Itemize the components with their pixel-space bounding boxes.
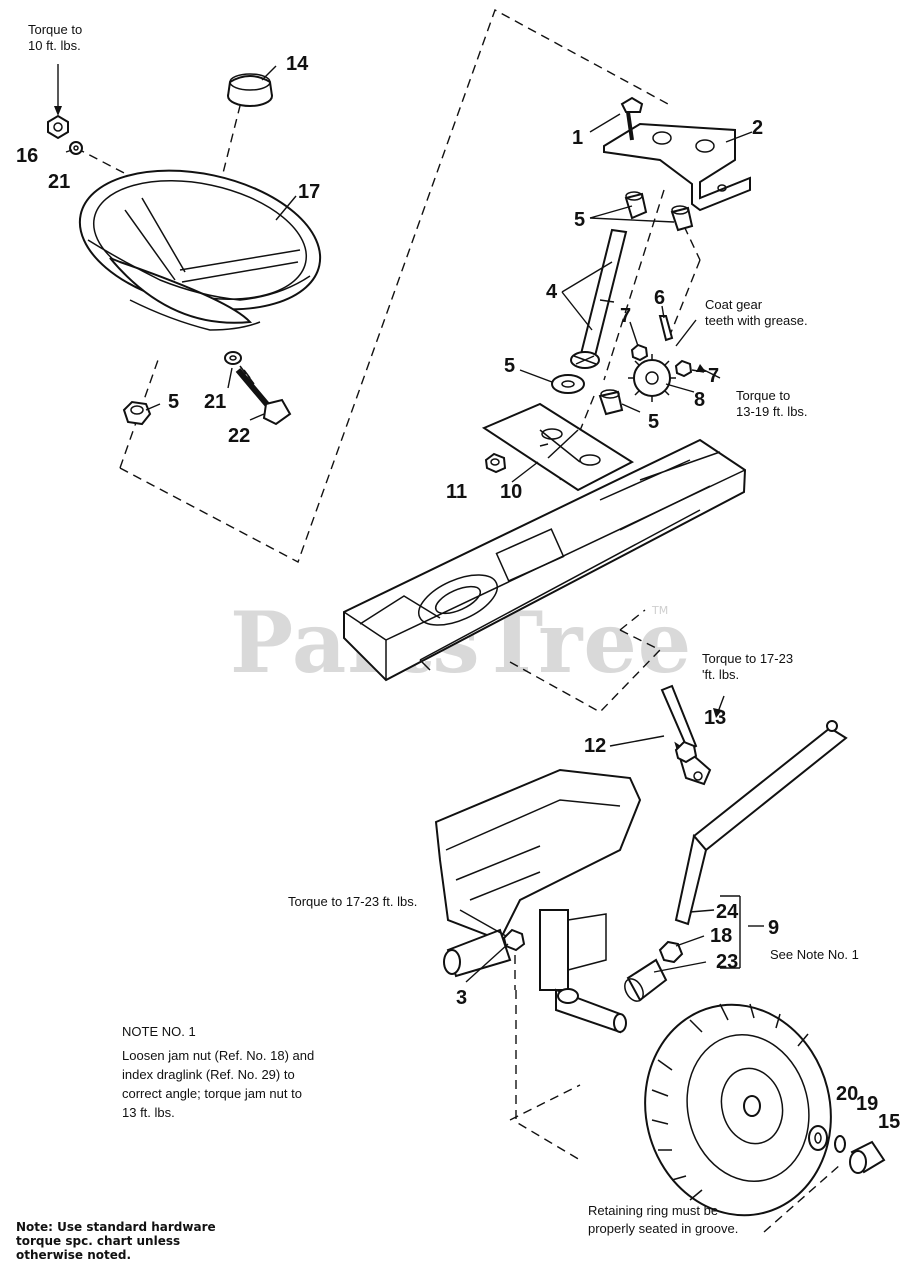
callout-9: 9 [768, 917, 779, 939]
callout-19: 19 [856, 1093, 878, 1115]
bracket-part-2 [603, 122, 751, 212]
callout-18: 18 [710, 925, 732, 947]
washer-part-20 [808, 1125, 828, 1151]
torque-note-13: Torque to 17-23 'ft. lbs. [702, 651, 794, 682]
bushing-part-5-mid-b [598, 389, 624, 416]
retaining-ring-part-19 [834, 1135, 846, 1153]
nut-part-7-right [674, 359, 693, 378]
callout-4: 4 [546, 281, 558, 303]
nut-part-11 [484, 452, 507, 474]
cap-part-15 [849, 1140, 886, 1174]
key-part-6 [658, 315, 674, 342]
nut-part-7-left [630, 343, 649, 362]
callout-7-left: 7 [620, 305, 631, 327]
callout-5-mid: 5 [504, 355, 515, 377]
nut-part-3 [502, 928, 526, 952]
washer-part-21-top [69, 141, 83, 155]
callout-22: 22 [228, 425, 250, 447]
tractor-frame [343, 438, 747, 682]
spindle-part-23 [624, 958, 668, 1002]
callout-14: 14 [286, 53, 309, 75]
callout-23: 23 [716, 951, 738, 973]
jam-nut-part-18 [658, 940, 684, 964]
bolt-part-22 [235, 365, 292, 426]
callout-15: 15 [878, 1111, 900, 1133]
steering-shaft-part-4 [570, 228, 628, 369]
callout-5-upper: 5 [574, 209, 585, 231]
leader-lines [54, 64, 764, 983]
nut-part-16 [47, 114, 69, 140]
front-wheel [644, 1003, 832, 1217]
torque-note-16: Torque to 10 ft. lbs. [28, 22, 83, 53]
grease-note: Coat gear teeth with grease. [705, 297, 808, 328]
note1-title: NOTE NO. 1 [122, 1024, 196, 1039]
bushing-part-5-upper-a [624, 191, 648, 220]
washer-part-5-mid [551, 374, 585, 394]
callout-7-right: 7 [708, 365, 719, 387]
callout-3: 3 [456, 987, 467, 1009]
see-note-label: See Note No. 1 [770, 947, 859, 962]
callout-21-bottom: 21 [204, 391, 226, 413]
callout-11: 11 [446, 481, 467, 503]
tie-rod-part-24 [674, 720, 848, 926]
callout-20: 20 [836, 1083, 858, 1105]
bolt-part-1 [620, 96, 644, 141]
watermark-tm: TM [651, 604, 668, 617]
nut-part-13 [674, 740, 698, 764]
washer-part-21-bottom [224, 351, 242, 365]
hardware-note: Note: Use standard hardware torque spc. … [16, 1220, 216, 1262]
callout-1: 1 [572, 127, 583, 149]
callout-24: 24 [716, 901, 739, 923]
torque-note-3: Torque to 17-23 ft. lbs. [288, 894, 418, 909]
callout-10: 10 [500, 481, 522, 503]
callout-21-top: 21 [48, 171, 70, 193]
callout-17: 17 [298, 181, 320, 203]
plate-part-10 [481, 402, 635, 492]
note1-body: Loosen jam nut (Ref. No. 18) and index d… [122, 1048, 315, 1120]
callout-8: 8 [694, 389, 705, 411]
drag-link-part-12 [660, 684, 712, 786]
callout-16: 16 [16, 145, 38, 167]
callout-5-left: 5 [168, 391, 179, 413]
callout-5-mid-right: 5 [648, 411, 659, 433]
callout-13: 13 [704, 707, 726, 729]
gear-part-8 [628, 354, 676, 402]
retaining-ring-note: Retaining ring must be properly seated i… [588, 1203, 739, 1236]
callout-2: 2 [752, 117, 763, 139]
front-axle-assembly [434, 768, 642, 1034]
steering-wheel-part-17 [78, 169, 322, 331]
nut-part-5-left [122, 400, 152, 426]
torque-note-7: Torque to 13-19 ft. lbs. [736, 388, 808, 419]
callout-numbers: 14 16 21 17 5 21 22 1 2 5 4 6 7 7 8 5 5 … [16, 53, 900, 1133]
callout-12: 12 [584, 735, 606, 757]
cap-part-14 [227, 73, 273, 107]
callout-6: 6 [654, 287, 665, 309]
bushing-part-5-upper-b [670, 205, 694, 232]
